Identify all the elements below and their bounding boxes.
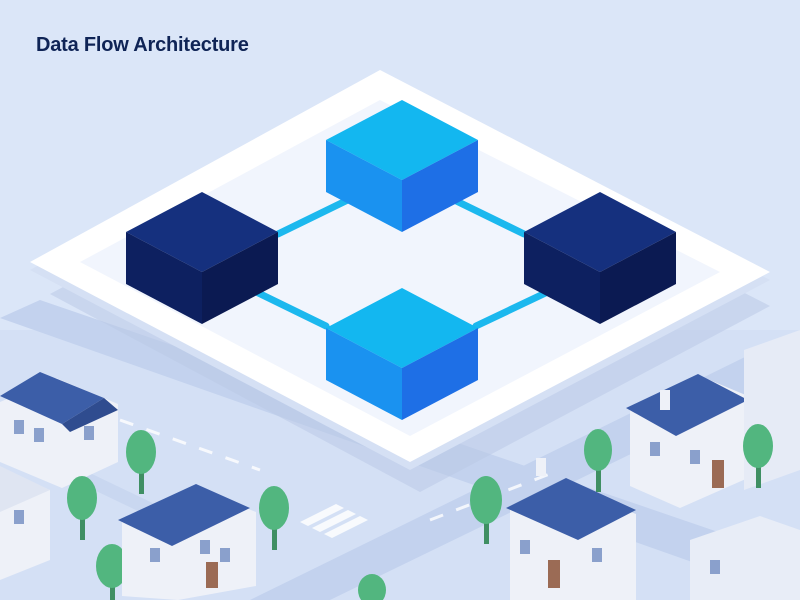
lane-marking-2: [119, 418, 261, 472]
connector-right-bottom: [472, 284, 560, 330]
node-top-face-right: [402, 140, 478, 232]
node-bottom-face-left: [326, 328, 402, 420]
house-right-corner: [690, 516, 800, 600]
tree-8: [358, 574, 386, 600]
tree-3: [259, 486, 289, 550]
tree-6: [470, 476, 502, 544]
tree-1: [126, 430, 156, 494]
page-title: Data Flow Architecture: [36, 34, 249, 56]
node-bottom-face-right: [402, 328, 478, 420]
house-center-front: [118, 484, 256, 600]
tree-5: [743, 424, 773, 488]
node-bottom[interactable]: [326, 288, 478, 420]
crosswalk: [300, 504, 368, 538]
node-right[interactable]: [524, 192, 676, 324]
node-left-face-left: [126, 232, 202, 324]
tree-2: [67, 476, 97, 540]
node-right-face-right: [600, 232, 676, 324]
tree-4: [584, 429, 612, 492]
platform-inner: [80, 100, 720, 436]
house-left-mid: [0, 466, 50, 580]
house-right-back: [626, 374, 748, 508]
tree-7: [96, 544, 128, 600]
node-top[interactable]: [326, 100, 478, 232]
house-left-back: [0, 372, 118, 488]
house-right-front: [506, 458, 636, 600]
node-top-face-left: [326, 140, 402, 232]
node-left[interactable]: [126, 192, 278, 324]
node-left-face-right: [202, 232, 278, 324]
node-right-face-left: [524, 232, 600, 324]
